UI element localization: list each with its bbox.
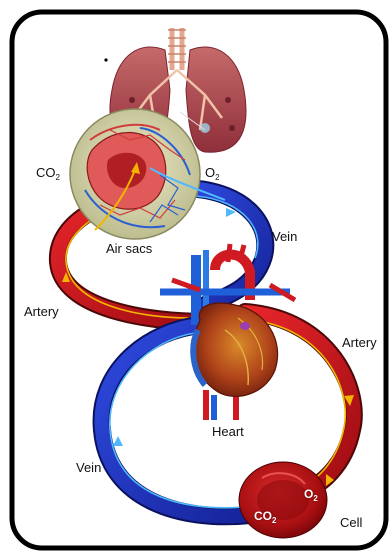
artery-left-label: Artery bbox=[24, 305, 59, 318]
heart-label: Heart bbox=[212, 425, 244, 438]
vein-bottom-label: Vein bbox=[76, 461, 101, 474]
dot-mark bbox=[104, 58, 107, 61]
o2-lungs-label: O2 bbox=[205, 166, 220, 182]
air-sacs-label: Air sacs bbox=[106, 242, 152, 255]
artery-right-label: Artery bbox=[342, 336, 377, 349]
co2-cell-label: CO2 bbox=[254, 510, 276, 525]
cell-label: Cell bbox=[340, 516, 362, 529]
o2-cell-label: O2 bbox=[304, 488, 318, 503]
vein-top-label: Vein bbox=[272, 230, 297, 243]
co2-lungs-label: CO2 bbox=[36, 166, 60, 182]
